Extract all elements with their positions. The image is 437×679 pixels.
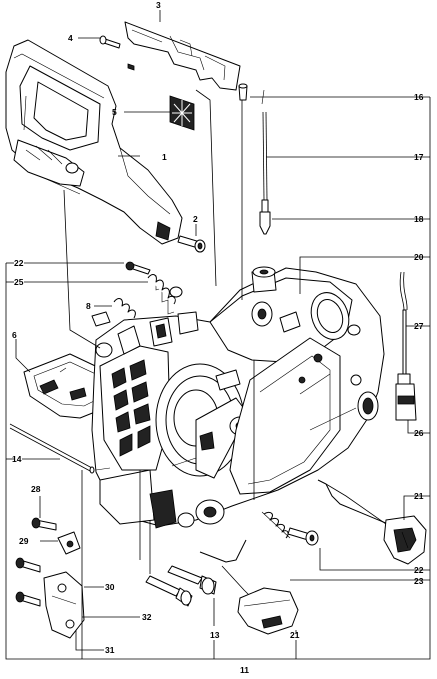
part-nut-29	[57, 531, 81, 555]
callout-17: 17	[414, 152, 424, 162]
part-cable-assembly	[238, 83, 271, 235]
callout-31: 31	[105, 645, 115, 655]
callout-16: 16	[414, 92, 424, 102]
callout-6: 6	[12, 330, 17, 340]
callout-26: 26	[414, 428, 424, 438]
part-bolt-22-lower	[287, 527, 319, 546]
part-screw-4	[99, 35, 121, 49]
callout-labels: 3 4 5 1 2 16 17 18 20 27 26 21 22 23 22 …	[12, 0, 424, 675]
callout-22-upper: 22	[14, 258, 24, 268]
part-bolt-2	[177, 235, 206, 253]
callout-4: 4	[68, 33, 73, 43]
callout-23: 23	[414, 576, 424, 586]
part-spring-8	[91, 298, 136, 327]
part-tank-cap-lower	[199, 539, 299, 635]
part-vent-filter	[169, 95, 195, 131]
callout-14: 14	[12, 454, 22, 464]
callout-21-lower: 21	[290, 630, 300, 640]
callout-28: 28	[31, 484, 41, 494]
part-tank-cap-upper	[317, 479, 427, 565]
part-screw-28	[31, 517, 57, 531]
callout-25: 25	[14, 277, 24, 287]
callout-32: 32	[142, 612, 152, 622]
part-pin-22-top	[125, 261, 151, 275]
part-spring-23	[261, 511, 291, 539]
part-rod-14	[9, 423, 95, 474]
callout-22-lower: 22	[414, 565, 424, 575]
assembly-frame-lines	[5, 96, 431, 660]
part-bracket-32	[43, 571, 85, 639]
callout-18: 18	[414, 214, 424, 224]
leader-lines	[15, 10, 413, 659]
part-rear-handle	[5, 39, 183, 245]
part-spring-25	[147, 274, 183, 315]
callout-29: 29	[19, 536, 29, 546]
callout-2: 2	[193, 214, 198, 224]
callout-21-upper: 21	[414, 491, 424, 501]
callout-3: 3	[156, 0, 161, 10]
part-crankcase-body	[91, 266, 385, 529]
callout-13: 13	[210, 630, 220, 640]
callout-5: 5	[112, 107, 117, 117]
callout-30: 30	[105, 582, 115, 592]
part-screw-31	[15, 591, 41, 607]
callout-20: 20	[414, 252, 424, 262]
part-cover-plate	[124, 21, 241, 91]
part-screw-30	[15, 557, 41, 573]
callout-11: 11	[240, 665, 249, 675]
callout-1: 1	[162, 152, 167, 162]
part-fuel-pickup	[395, 271, 417, 421]
callout-8: 8	[86, 301, 91, 311]
part-bolt-13	[145, 565, 217, 607]
callout-27: 27	[414, 321, 424, 331]
